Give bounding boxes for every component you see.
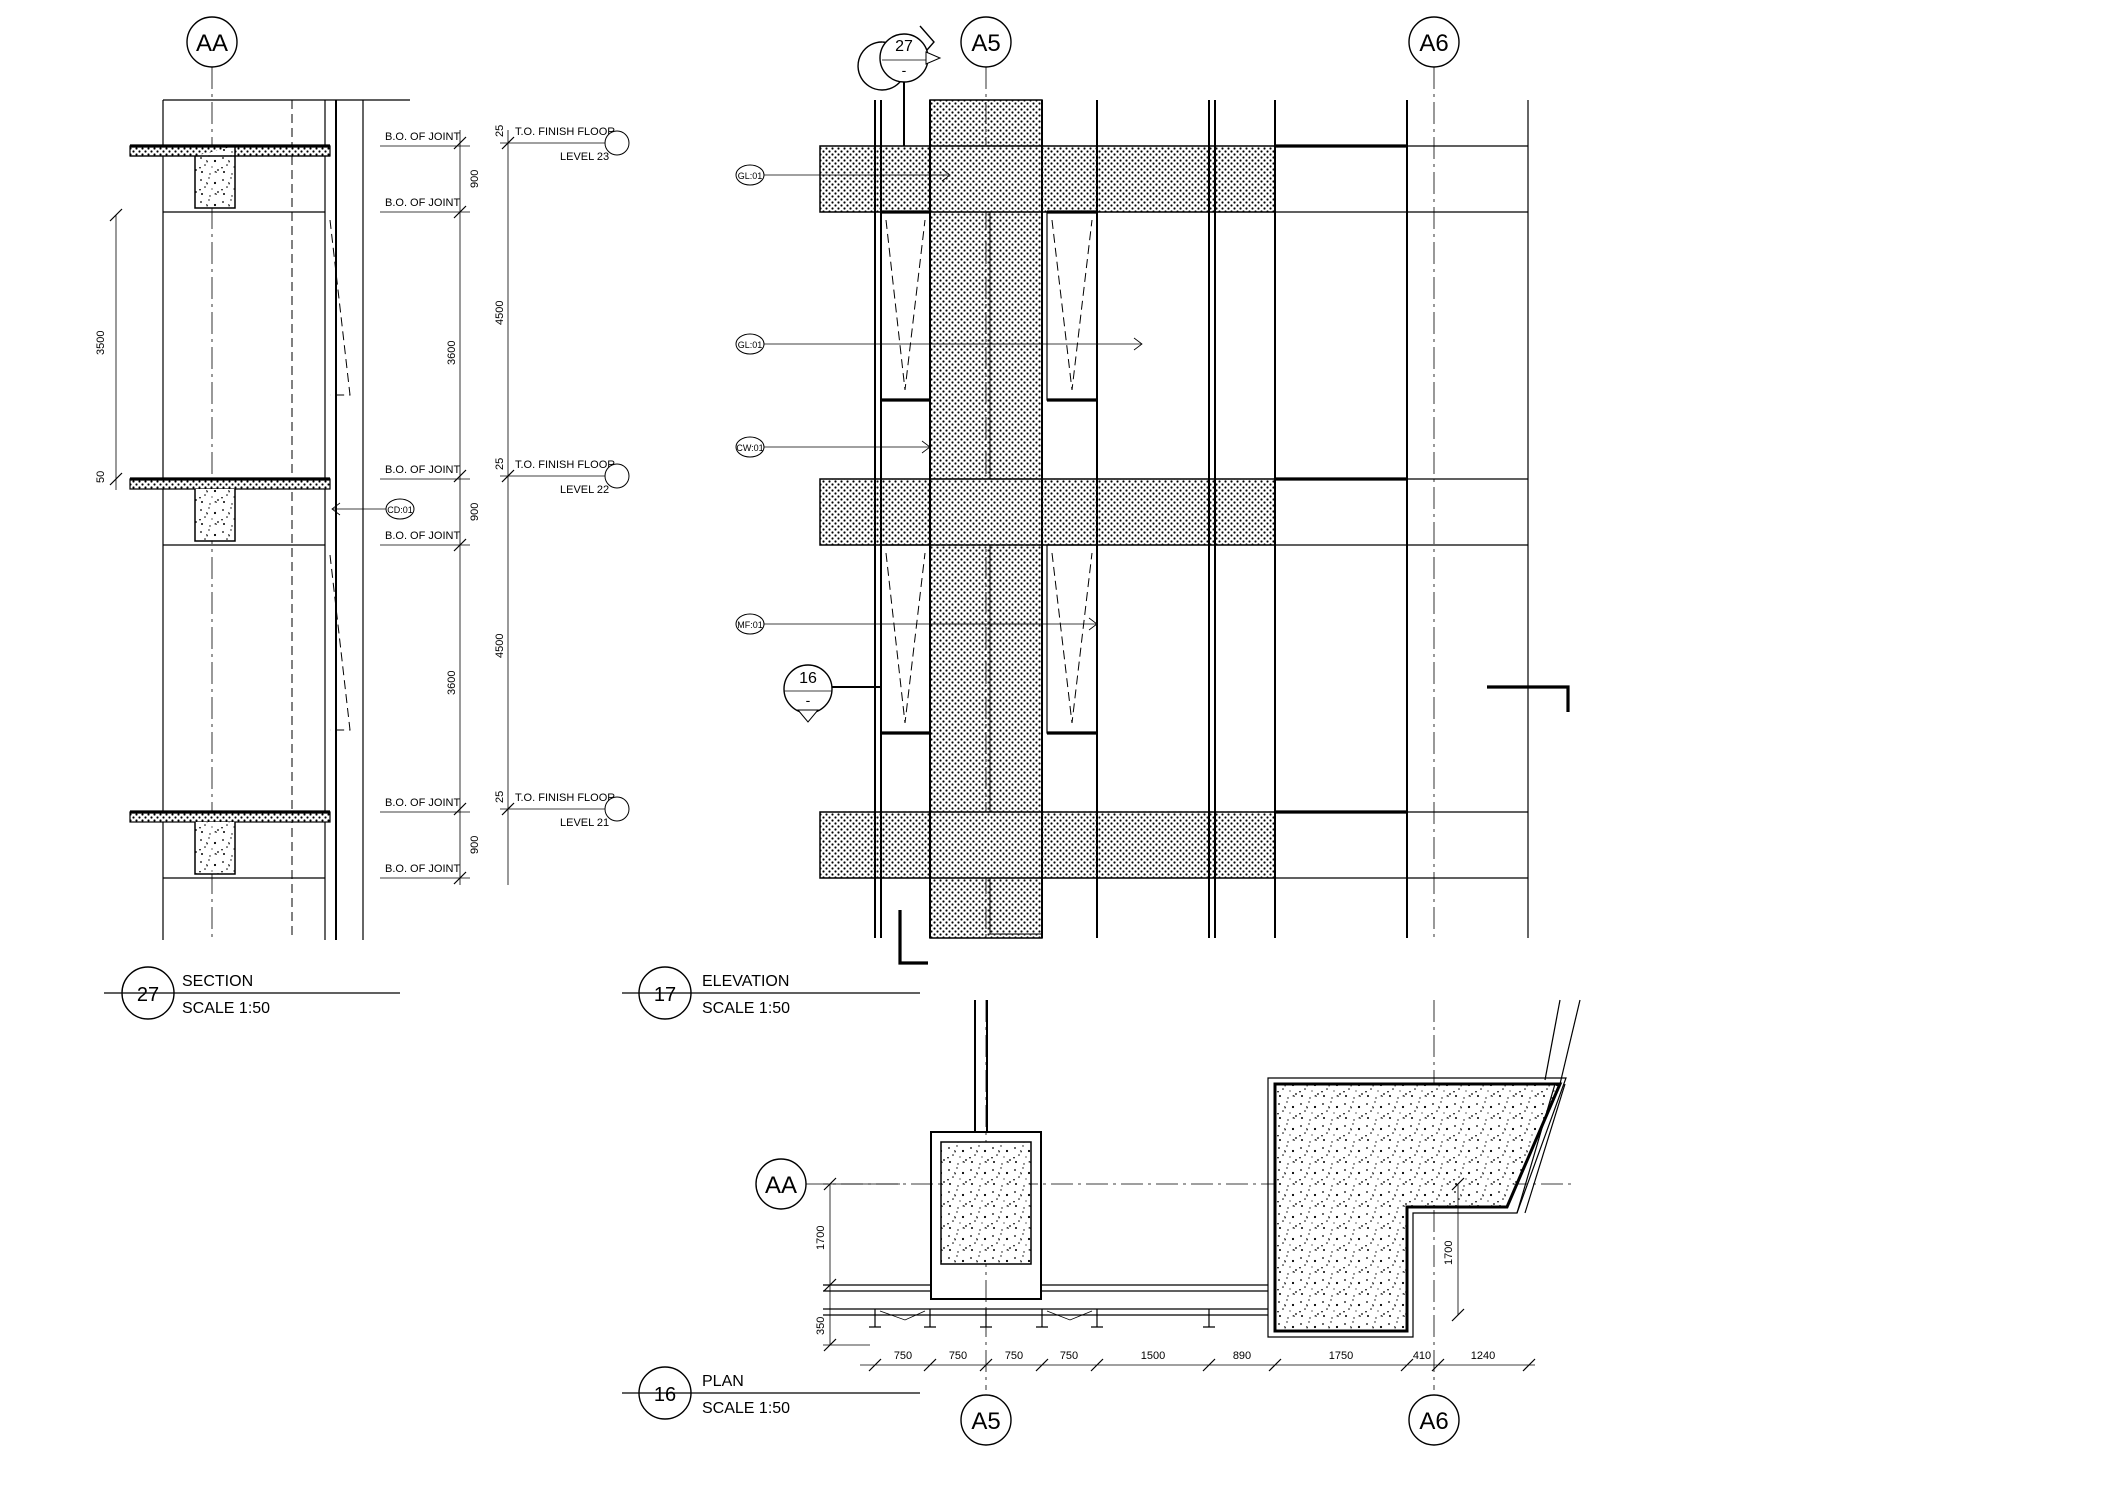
plan-dim-1700-left: 1700 [815, 1226, 827, 1250]
section-title-text: SECTION [182, 973, 253, 990]
section-title-number: 27 [137, 984, 159, 1006]
grid-label-a6: A6 [1419, 30, 1448, 57]
callout-27-number: 27 [895, 38, 913, 55]
grid-label-a5: A5 [971, 30, 1000, 57]
plan-view: AA A5 A6 [622, 999, 1581, 1446]
bo-joint-annotations: B.O. OF JOINT B.O. OF JOINT B.O. OF JOIN… [380, 131, 470, 879]
bo-joint-label-6: B.O. OF JOINT [385, 863, 460, 875]
cd-tag-arrow [331, 502, 341, 516]
elevation-scale-text: SCALE 1:50 [702, 1000, 790, 1017]
bo-joint-label-1: B.O. OF JOINT [385, 131, 460, 143]
plan-grid-label-aa: AA [765, 1172, 797, 1199]
plan-dim-1240: 1240 [1471, 1350, 1495, 1362]
spandrel-band-lower [819, 811, 1276, 879]
dim-4500-lower: 4500 [494, 634, 506, 658]
level-label-22: LEVEL 22 [560, 484, 609, 496]
plan-grid-label-a6: A6 [1419, 1408, 1448, 1435]
dim-4500-upper: 4500 [494, 301, 506, 325]
tag-cw-01-text: CW:01 [736, 443, 763, 453]
plan-dim-750-b: 750 [949, 1350, 967, 1362]
elevation-title-number: 17 [654, 984, 676, 1006]
plan-bottom-dims: 750 750 750 750 1500 890 1750 410 1240 [860, 1350, 1536, 1372]
dim-3600-lower: 3600 [446, 671, 458, 695]
slab-level-23 [129, 144, 331, 213]
bo-joint-label-3: B.O. OF JOINT [385, 464, 460, 476]
glazing-indicator-upper [329, 219, 351, 396]
plan-dim-1750: 1750 [1329, 1350, 1353, 1362]
callout-plan-16: 16 - [783, 664, 880, 723]
tag-gl-01-b-text: GL:01 [738, 340, 763, 350]
spandrel-band-middle [819, 478, 1276, 546]
section-view: AA [95, 16, 630, 1020]
plan-core-wall [1273, 1082, 1563, 1333]
tag-gl-01-a-text: GL:01 [738, 171, 763, 181]
cd-tag-text: CD:01 [387, 505, 413, 515]
level-marker-23 [604, 130, 630, 156]
dim-25-l23: 25 [494, 125, 506, 137]
callout-27-sheet: - [902, 62, 907, 78]
grid-label-aa: AA [196, 30, 228, 57]
plan-dim-750-a: 750 [894, 1350, 912, 1362]
callout-section-27: 27 - [857, 25, 942, 146]
slab-level-21 [129, 810, 331, 879]
plan-dim-1700-right: 1700 [1443, 1241, 1455, 1265]
bo-joint-label-4: B.O. OF JOINT [385, 530, 460, 542]
dim-50: 50 [95, 471, 107, 483]
bo-joint-label-5: B.O. OF JOINT [385, 797, 460, 809]
level-label-23: LEVEL 23 [560, 151, 609, 163]
dim-3600-upper: 3600 [446, 341, 458, 365]
plan-title-text: PLAN [702, 1373, 744, 1390]
dim-900-l21: 900 [469, 836, 481, 854]
callout-16-sheet: - [806, 692, 811, 708]
dim-3500: 3500 [95, 331, 107, 355]
bo-joint-label-2: B.O. OF JOINT [385, 197, 460, 209]
level-markers: T.O. FINISH FLOOR LEVEL 23 T.O. FINISH F… [500, 126, 630, 829]
elevation-view: A5 A6 [622, 16, 1570, 1020]
plan-dim-750-d: 750 [1060, 1350, 1078, 1362]
callout-16-number: 16 [799, 670, 817, 687]
section-cut-marker [898, 910, 928, 965]
section-dimensions: 25 900 3600 4500 25 900 3600 4500 25 900… [95, 125, 515, 885]
plan-grid-bubble-a6 [1408, 1394, 1460, 1446]
section-scale-text: SCALE 1:50 [182, 1000, 270, 1017]
plan-core-outline [1267, 1077, 1567, 1338]
dim-25-l22: 25 [494, 458, 506, 470]
finish-floor-label-23: T.O. FINISH FLOOR [515, 126, 615, 138]
plan-grid-label-a5: A5 [971, 1408, 1000, 1435]
plan-scale-text: SCALE 1:50 [702, 1400, 790, 1417]
plan-title-number: 16 [654, 1384, 676, 1406]
plan-dim-410: 410 [1413, 1350, 1431, 1362]
slab-level-22 [129, 477, 331, 546]
plan-column-core [940, 1141, 1032, 1265]
window-panels [880, 210, 1098, 735]
dim-900-l22: 900 [469, 503, 481, 521]
tag-mf-01-text: MF:01 [737, 620, 763, 630]
glazing-indicator-lower [329, 554, 351, 731]
plan-grid-bubble-a5 [960, 1394, 1012, 1446]
plan-dim-750-c: 750 [1005, 1350, 1023, 1362]
finish-floor-label-21: T.O. FINISH FLOOR [515, 792, 615, 804]
elevation-title-text: ELEVATION [702, 973, 789, 990]
level-label-21: LEVEL 21 [560, 817, 609, 829]
plan-dim-350: 350 [815, 1317, 827, 1335]
plan-column-outer [930, 1131, 1042, 1300]
plan-facade [823, 1284, 1268, 1328]
cd-tag-bubble [385, 498, 415, 520]
spandrel-band-upper [819, 145, 1276, 213]
plan-left-dims: 1700 350 [815, 1177, 900, 1352]
right-bay [1275, 144, 1570, 879]
elevation-tags: GL:01 GL:01 CW:01 MF:01 [735, 164, 1143, 635]
plan-dim-890: 890 [1233, 1350, 1251, 1362]
finish-floor-label-22: T.O. FINISH FLOOR [515, 459, 615, 471]
plan-right-dims: 1700 [1443, 1177, 1465, 1322]
dim-900-l23: 900 [469, 170, 481, 188]
mullions [874, 67, 1529, 938]
level-marker-21 [604, 796, 630, 822]
level-marker-22 [604, 463, 630, 489]
dim-25-l21: 25 [494, 791, 506, 803]
plan-curtain-wall-edge [1516, 999, 1581, 1214]
plan-dim-1500: 1500 [1141, 1350, 1165, 1362]
